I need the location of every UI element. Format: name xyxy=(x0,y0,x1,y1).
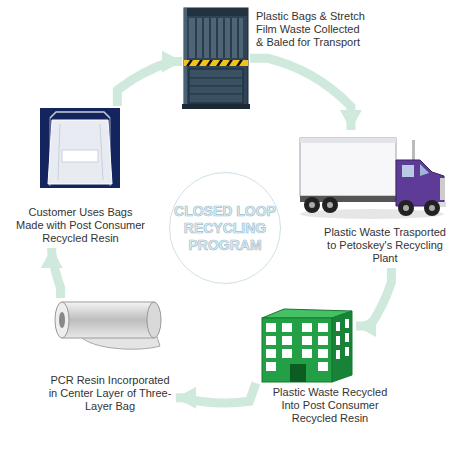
plant-illustration xyxy=(262,309,352,382)
step-label: Plastic Waste Trasported to Petoskey's R… xyxy=(324,226,446,265)
step-label: Plastic Waste Recycled Into Post Consume… xyxy=(271,386,389,425)
flow-arrow xyxy=(356,268,391,326)
process-step: Customer Uses Bags Made with Post Consum… xyxy=(15,106,146,248)
text-group: PCR Resin Incorporated in Center Layer o… xyxy=(48,374,172,413)
step-label: Plastic Bags & Stretch Film Waste Collec… xyxy=(256,10,368,49)
text-group: Plastic Waste Recycled Into Post Consume… xyxy=(271,386,389,425)
process-step: PCR Resin Incorporated in Center Layer o… xyxy=(44,298,176,414)
film-roll-illustration xyxy=(55,302,161,349)
truck-illustration xyxy=(300,138,446,219)
step-label: PCR Resin Incorporated in Center Layer o… xyxy=(48,374,172,413)
program-title-text: CLOSED LOOP RECYCLING PROGRAM xyxy=(172,203,278,254)
flow-arrow xyxy=(117,62,182,106)
text-group: Customer Uses Bags Made with Post Consum… xyxy=(15,206,146,245)
step-label: Customer Uses Bags Made with Post Consum… xyxy=(15,206,146,245)
text-group: Plastic Bags & Stretch Film Waste Collec… xyxy=(256,10,368,49)
center-circle: CLOSED LOOP RECYCLING PROGRAM xyxy=(169,172,281,284)
flow-arrow xyxy=(52,248,61,298)
process-step: Plastic Waste Recycled Into Post Consume… xyxy=(256,305,356,383)
flow-arrow xyxy=(250,58,351,130)
flow-arrow xyxy=(176,383,256,403)
bag-illustration xyxy=(40,108,120,188)
process-step: Plastic Waste Trasported to Petoskey's R… xyxy=(298,130,448,268)
text-group: Plastic Waste Trasported to Petoskey's R… xyxy=(324,226,446,265)
text-group: CLOSED LOOP RECYCLING PROGRAM xyxy=(172,203,278,254)
process-step: Plastic Bags & Stretch Film Waste Collec… xyxy=(182,6,250,110)
baler-illustration xyxy=(182,8,250,109)
